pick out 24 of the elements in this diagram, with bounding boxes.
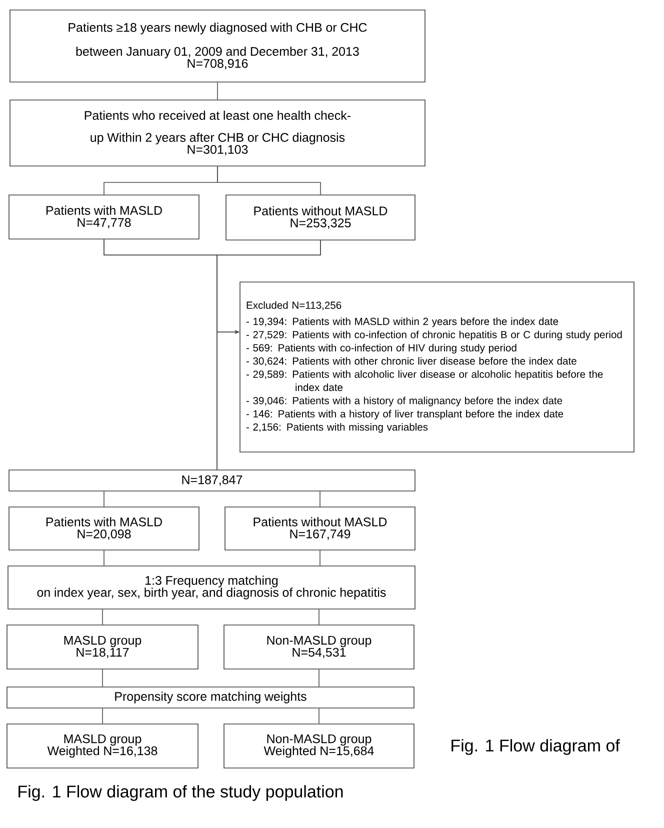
process-box: Non-MASLD group Weighted N=15,684: [224, 724, 414, 768]
process-box: Patients without MASLD N=167,749: [224, 506, 416, 550]
process-box: Patients who received at least one health check-up Within 2 years after CHB or CHC diagnosis N=301,103: [10, 100, 426, 166]
process-box: Propensity score matching weights: [6, 686, 414, 708]
exclusion-box: Excluded N=113,256 - 19,394: Patients with MASLD within 2 years before the index date - 27,529: Patients with co-infection of chronic hepatitis B or C during study period - 569: Patients with co-infection of HIV during study period - 30,624: Patients with other chronic liver disease before the index date - 29,589: Patients with alcoholic liver disease or alcoholic hepatitis before the index date - 39,046: Patients with a history of malignancy before the index date - 146: Patients with a history of liver transplant before the index date - 2,156: Patients with missing variables: [240, 282, 634, 452]
process-box: Patients without MASLD N=253,325: [226, 194, 416, 240]
caption-text: Fig. 1 Flow diagram of: [452, 739, 620, 755]
process-box: MASLD group N=18,117: [6, 624, 198, 670]
caption: Fig. 1 Flow diagram of the study population: [18, 785, 343, 801]
connector-line: [318, 708, 320, 724]
connector-line: [318, 669, 320, 687]
connector-line: [318, 609, 320, 625]
connector-line: [217, 82, 218, 100]
process-box: Non-MASLD group N=54,531: [224, 624, 414, 670]
process-box: Patients with MASLD N=47,778: [8, 194, 200, 240]
connector-line: [102, 708, 103, 724]
process-box: Patients ≥18 years newly diagnosed with CHB or CHC between January 01, 2009 and December 31, 2013 N=708,916: [10, 10, 426, 82]
process-box: 1:3 Frequency matching on index year, sex, birth year, and diagnosis of chronic hepatitis: [8, 566, 416, 610]
process-box: Patients with MASLD N=20,098: [8, 506, 200, 550]
process-box: N=187,847: [8, 470, 416, 492]
connector-line: [217, 166, 321, 196]
connector-line: [102, 669, 103, 687]
connector-line: [102, 609, 103, 625]
process-box: MASLD group Weighted N=16,138: [6, 724, 198, 768]
